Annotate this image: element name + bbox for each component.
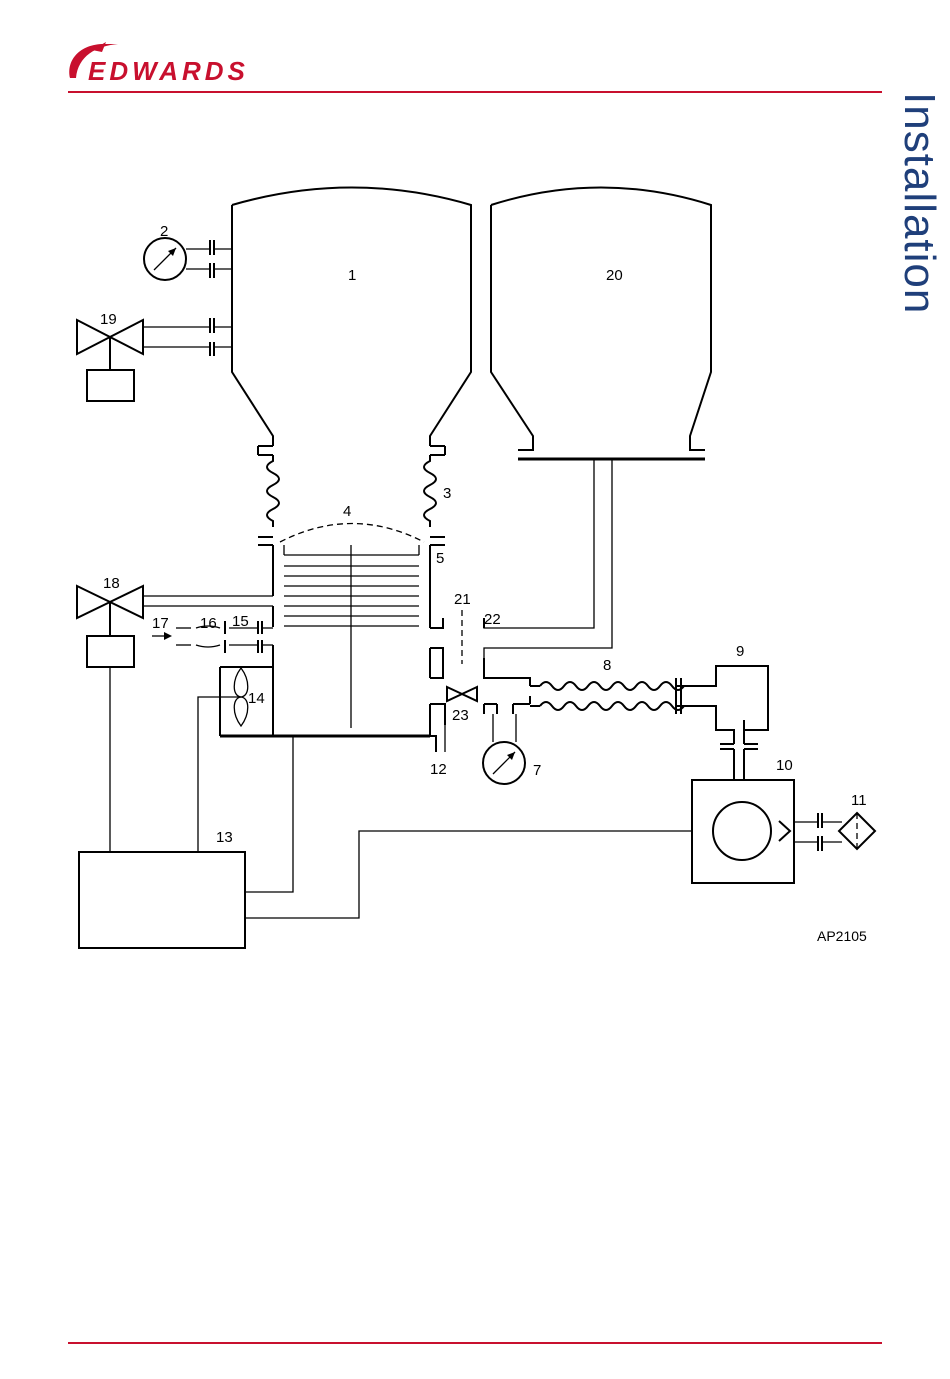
label-15: 15 [232, 613, 249, 630]
filter-11 [839, 813, 875, 849]
label-21: 21 [454, 591, 471, 608]
label-12: 12 [430, 761, 447, 778]
label-22: 22 [484, 611, 501, 628]
controller-13 [79, 667, 692, 948]
label-3: 3 [443, 485, 451, 502]
valve-19 [77, 318, 232, 401]
label-19: 19 [100, 311, 117, 328]
label-16: 16 [200, 615, 217, 632]
label-11: 11 [851, 792, 867, 809]
footer-rule [68, 1342, 882, 1344]
component-9 [681, 666, 768, 780]
gauge-7 [483, 742, 525, 784]
flexible-line-8 [530, 678, 684, 714]
label-1: 1 [348, 267, 356, 284]
gauge-2 [144, 238, 232, 280]
pump-10 [692, 780, 842, 883]
callout-labels: 1 2 3 4 5 7 8 9 10 11 12 13 14 15 16 17 … [100, 223, 867, 944]
label-10: 10 [776, 757, 793, 774]
chamber-1 [232, 188, 471, 447]
label-4: 4 [343, 503, 351, 520]
label-18: 18 [103, 575, 120, 592]
label-7: 7 [533, 762, 541, 779]
figure-code: AP2105 [817, 928, 867, 944]
label-13: 13 [216, 829, 233, 846]
label-23: 23 [452, 707, 469, 724]
process-chamber [220, 524, 445, 753]
valve-23 [447, 687, 477, 701]
label-20: 20 [606, 267, 623, 284]
label-9: 9 [736, 643, 744, 660]
label-14: 14 [248, 690, 265, 707]
label-8: 8 [603, 657, 611, 674]
label-17: 17 [152, 615, 169, 632]
label-5: 5 [436, 550, 444, 567]
chamber-20 [484, 188, 711, 659]
label-2: 2 [160, 223, 168, 240]
